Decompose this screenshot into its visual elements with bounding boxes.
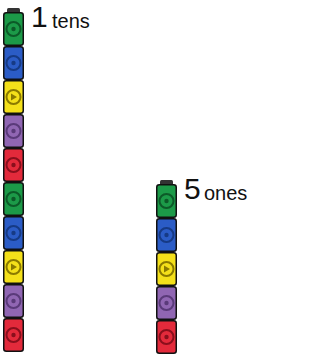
unifix-cube [4,13,24,46]
cube-face [4,319,24,352]
unifix-cube [157,287,177,320]
cube-mark [11,27,15,31]
cube-face [4,183,24,216]
cube-face [4,217,24,250]
cube-face [4,115,24,148]
unifix-cube [157,185,177,218]
cube-ring [160,330,174,344]
cube-mark [11,163,15,167]
cube-mark [164,266,170,273]
unifix-cube [157,253,177,286]
cube-ring [7,90,21,104]
ones-count: 5 [184,174,201,204]
cube-mark [164,335,168,339]
cube-ring [160,194,174,208]
unifix-cube [4,217,24,250]
cube-ring [7,226,21,240]
cube-stack [4,8,24,351]
cube-mark [11,231,15,235]
cube-mark [164,301,168,305]
cube-ring [7,22,21,36]
cube-mark [164,233,168,237]
cube-ring [7,56,21,70]
place-name: tens [52,11,90,31]
cube-mark [11,61,15,65]
cube-mark [164,199,168,203]
unifix-cube [4,183,24,216]
unifix-cube [157,321,177,354]
cube-ring [7,124,21,138]
tens-count: 1 [31,2,48,32]
unifix-cube [4,285,24,318]
cube-face [4,251,24,284]
cube-face [4,13,24,46]
cube-face [157,287,177,320]
unifix-cube [4,47,24,80]
cube-mark [11,129,15,133]
cube-ring [7,328,21,342]
cube-face [157,185,177,218]
cube-ring [160,228,174,242]
cube-ring [7,260,21,274]
unifix-cube [4,251,24,284]
cube-face [4,47,24,80]
cube-mark [11,94,17,101]
cube-face [4,81,24,114]
cube-face [157,253,177,286]
unifix-cube [157,219,177,252]
place-name: ones [204,183,247,203]
cube-ring [7,158,21,172]
cube-mark [11,299,15,303]
cube-ring [160,262,174,276]
cube-face [4,285,24,318]
cube-ring [7,192,21,206]
cube-ring [160,296,174,310]
cube-mark [11,333,15,337]
cube-ring [7,294,21,308]
cube-face [157,321,177,354]
cube-face [4,149,24,182]
unifix-cube [4,81,24,114]
cube-mark [11,264,17,271]
unifix-cube [4,149,24,182]
cube-stack [157,180,177,353]
cube-mark [11,197,15,201]
unifix-cube [4,319,24,352]
unifix-cube [4,115,24,148]
cube-face [157,219,177,252]
